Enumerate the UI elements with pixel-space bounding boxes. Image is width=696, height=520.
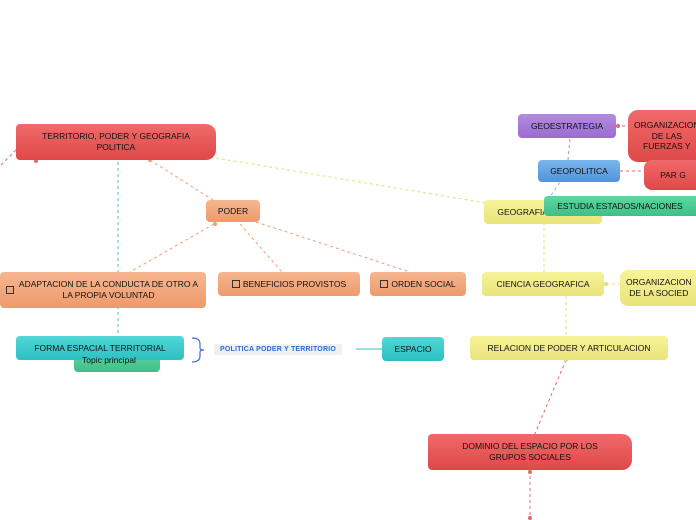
node-dominio-label: DOMINIO DEL ESPACIO POR LOS GRUPOS SOCIA… [462, 441, 598, 462]
node-geoestrategia[interactable]: GEOESTRATEGIA [518, 114, 616, 138]
node-geopolitica-label: GEOPOLITICA [550, 165, 608, 176]
node-par[interactable]: PAR G [644, 160, 696, 190]
node-geografia-politica-label: GEOGRAFIA POLITICA [497, 206, 589, 217]
node-ciencia-geografica[interactable]: CIENCIA GEOGRAFICA [482, 272, 604, 296]
link-territorio-left [0, 149, 17, 167]
node-poder[interactable]: PODER [206, 200, 260, 222]
node-organizacion-sociedad-label: ORGANIZACION DE LA SOCIED [626, 277, 692, 298]
node-organizacion-fuerzas[interactable]: ORGANIZACION DE LAS FUERZAS Y [628, 110, 696, 162]
node-relacion-poder[interactable]: RELACION DE PODER Y ARTICULACION [470, 336, 668, 360]
node-beneficios[interactable]: BENEFICIOS PROVISTOS [218, 272, 360, 296]
checkbox-icon [231, 280, 240, 288]
relation-text: POLITICA PODER Y TERRITORIO [220, 346, 336, 353]
link-geografia-geopolitica [547, 181, 561, 201]
checkbox-icon [6, 286, 14, 294]
node-territorio-poder-geografia[interactable]: TERRITORIO, PODER Y GEOGRAFIA POLITICA [16, 124, 216, 160]
node-organizacion-sociedad[interactable]: ORGANIZACION DE LA SOCIED [620, 270, 696, 306]
link-poder-adaptacion [129, 223, 215, 273]
topic-principal-label: Topic principal [82, 355, 136, 365]
link-poder-beneficios [239, 223, 283, 273]
node-estudia-estados[interactable]: ESTUDIA ESTADOS/NACIONES [544, 196, 696, 216]
node-adaptacion[interactable]: ADAPTACION DE LA CONDUCTA DE OTRO A LA P… [0, 272, 206, 308]
node-geopolitica[interactable]: GEOPOLITICA [538, 160, 620, 182]
link-poder-orden [255, 221, 411, 273]
node-orden-label: ORDEN SOCIAL [391, 278, 456, 289]
node-forma-espacial[interactable]: FORMA ESPACIAL TERRITORIAL [16, 336, 184, 360]
node-espacio[interactable]: ESPACIO [382, 337, 444, 361]
link-relacion-dominio [533, 359, 567, 437]
node-estudia-label: ESTUDIA ESTADOS/NACIONES [557, 200, 683, 211]
node-adaptacion-label: ADAPTACION DE LA CONDUCTA DE OTRO A LA P… [18, 279, 199, 300]
node-espacio-label: ESPACIO [394, 343, 432, 354]
node-poder-label: PODER [217, 205, 249, 216]
node-geoestrategia-label: GEOESTRATEGIA [530, 120, 604, 131]
relation-label: POLITICA PODER Y TERRITORIO [214, 344, 342, 355]
node-dominio-espacio[interactable]: DOMINIO DEL ESPACIO POR LOS GRUPOS SOCIA… [428, 434, 632, 470]
node-orden-social[interactable]: ORDEN SOCIAL [370, 272, 466, 296]
node-ciencia-label: CIENCIA GEOGRAFICA [496, 278, 590, 289]
node-forma-label: FORMA ESPACIAL TERRITORIAL [34, 342, 166, 353]
bracket [191, 337, 205, 363]
node-territorio-label: TERRITORIO, PODER Y GEOGRAFIA POLITICA [42, 131, 190, 152]
link-geopolitica-geoestrategia [567, 137, 571, 161]
link-territorio-geografia [215, 157, 541, 213]
checkbox-icon [380, 280, 389, 288]
node-beneficios-label: BENEFICIOS PROVISTOS [242, 278, 347, 289]
node-organiza-fuerzas-label: ORGANIZACION DE LAS FUERZAS Y [634, 120, 696, 152]
node-par-label: PAR G [660, 169, 686, 180]
node-relacion-label: RELACION DE PODER Y ARTICULACION [487, 342, 651, 353]
